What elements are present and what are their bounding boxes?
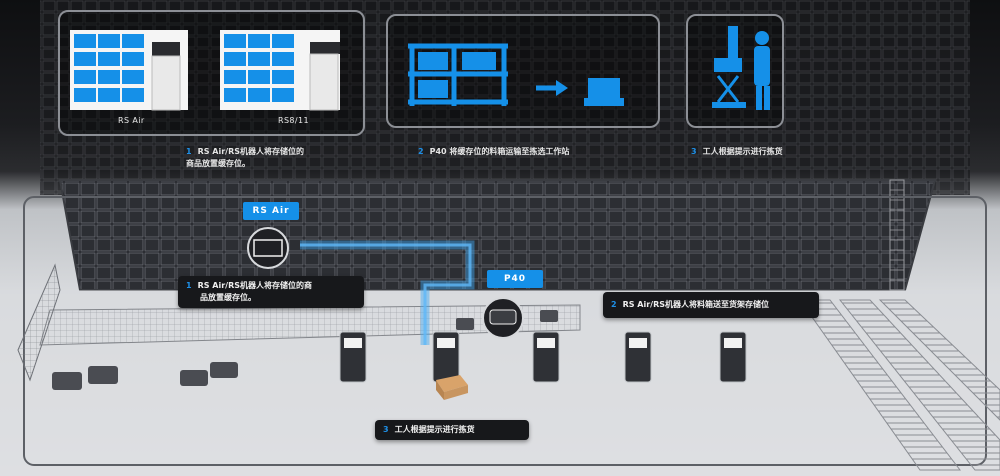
p40-transport-illustration	[408, 43, 624, 106]
rs-air-tag: RS Air	[243, 202, 299, 220]
legend-panel-p40	[386, 14, 660, 128]
rs8-caption: RS8/11	[278, 116, 310, 125]
legend-panel-worker	[686, 14, 784, 128]
robot-storage-illustration	[70, 30, 340, 111]
rs-air-caption: RS Air	[118, 116, 145, 125]
worker-illustration	[712, 26, 770, 110]
p40-tag: P40	[487, 270, 543, 288]
legend-panel-robots: RS Air RS8/11	[58, 10, 365, 136]
